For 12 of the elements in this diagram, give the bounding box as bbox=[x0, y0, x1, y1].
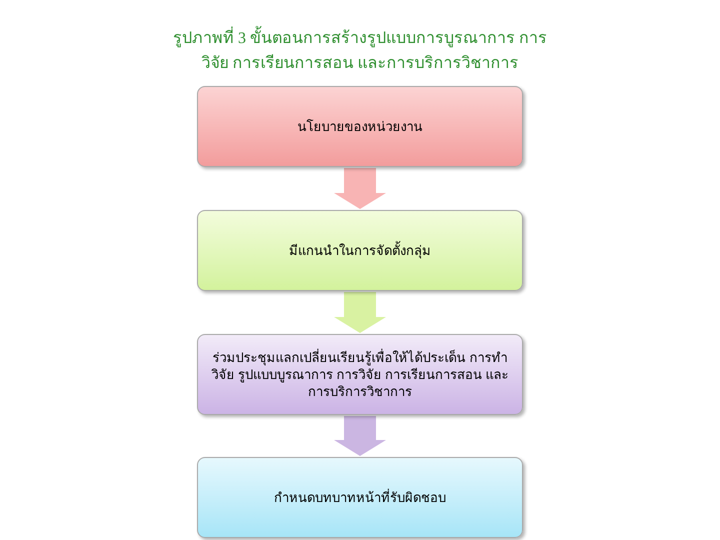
step-text: ร่วมประชุมแลกเปลี่ยนเรียนรู้เพื่อให้ได้ประเด็น การทำวิจัย รูปแบบบูรณาการ การวิจัย การเรียนการสอน และ การบริการวิชาการ bbox=[210, 349, 510, 400]
step-text: กำหนดบทบาทหน้าที่รับผิดชอบ bbox=[274, 489, 446, 506]
process-box bbox=[197, 457, 523, 538]
block-arrow bbox=[334, 416, 386, 456]
diagram-title: รูปภาพที่ 3 ขั้นตอนการสร้างรูปแบบการบูรณาการ การวิจัย การเรียนการสอน และการบริการวิชาการ bbox=[160, 26, 560, 76]
process-box bbox=[197, 86, 523, 167]
step-text: นโยบายของหน่วยงาน bbox=[298, 118, 422, 135]
block-arrow bbox=[334, 292, 386, 333]
process-box bbox=[197, 334, 523, 415]
block-arrow bbox=[334, 168, 386, 209]
step-text: มีแกนนำในการจัดตั้งกลุ่ม bbox=[289, 242, 431, 259]
process-box bbox=[197, 210, 523, 291]
